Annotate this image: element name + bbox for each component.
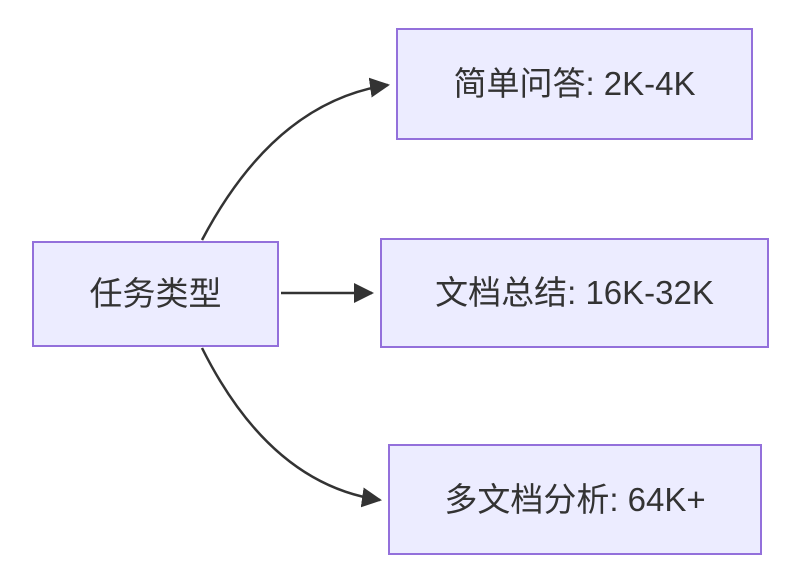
node-multi-doc: 多文档分析: 64K+	[388, 444, 762, 555]
node-task-type: 任务类型	[32, 241, 279, 347]
edge-task-type-to-multi-doc	[200, 347, 382, 508]
node-simple-qa-label: 简单问答: 2K-4K	[453, 65, 696, 103]
node-multi-doc-label: 多文档分析: 64K+	[444, 480, 706, 518]
node-task-type-label: 任务类型	[89, 275, 222, 313]
node-doc-summary-label: 文档总结: 16K-32K	[435, 274, 714, 312]
node-doc-summary: 文档总结: 16K-32K	[380, 238, 769, 348]
edge-task-type-to-simple-qa	[200, 77, 390, 241]
node-simple-qa: 简单问答: 2K-4K	[396, 28, 753, 140]
